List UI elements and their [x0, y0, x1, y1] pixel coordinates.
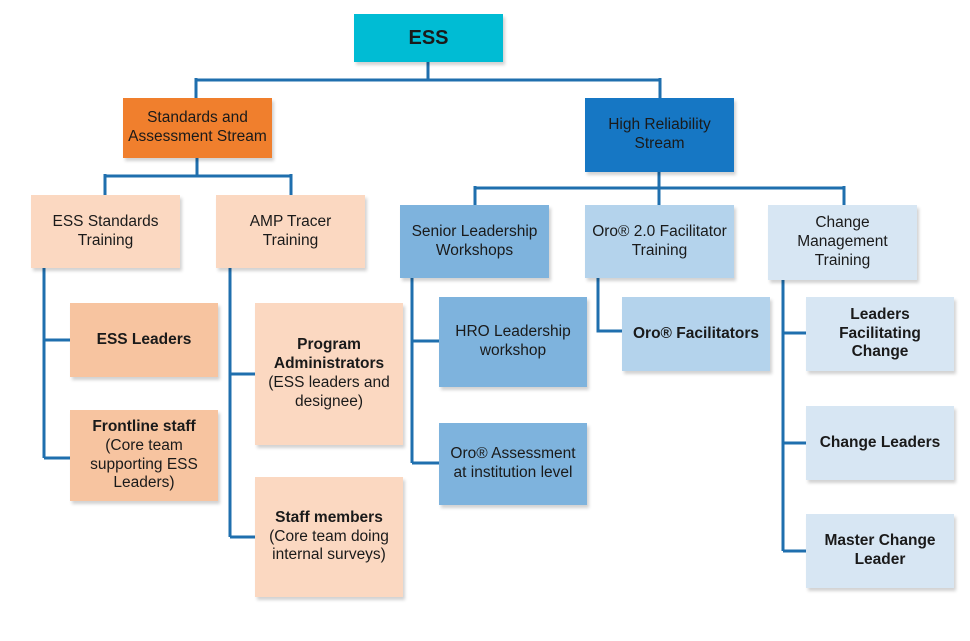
leaders-facilitating-label-1: Leaders — [850, 305, 910, 323]
oro-facilitator-label-1: Oro® 2.0 Facilitator — [592, 222, 727, 240]
staff-members-node: Staff members (Core team doing internal … — [255, 477, 403, 597]
hro-workshop-label-1: HRO Leadership — [455, 323, 571, 341]
connector-hr-trainings — [473, 172, 846, 205]
hr-stream-label-2: Stream — [634, 135, 685, 152]
high-reliability-stream-node: High Reliability Stream — [585, 98, 734, 172]
staff-members-desc-2: internal surveys) — [272, 546, 386, 564]
oro-facilitator-training-node: Oro® 2.0 Facilitator Training — [585, 205, 734, 278]
amp-tracer-training-node: AMP Tracer Training — [216, 195, 365, 268]
senior-leadership-label-2: Workshops — [435, 241, 514, 259]
ess-leaders-node: ESS Leaders — [70, 303, 218, 377]
ess-standards-label-1: ESS Standards — [52, 212, 159, 230]
change-leaders-label: Change Leaders — [819, 433, 941, 451]
connector-root-streams — [194, 62, 662, 98]
program-administrators-node: Program Administrators (ESS leaders and … — [255, 303, 403, 445]
change-leaders-node: Change Leaders — [806, 406, 954, 480]
change-management-label-2: Management — [797, 233, 888, 251]
leaders-facilitating-change-node: Leaders Facilitating Change — [806, 297, 954, 371]
staff-members-title: Staff members — [275, 508, 383, 526]
oro-assessment-label-2: at institution level — [453, 464, 573, 481]
amp-tracer-label-2: Training — [262, 231, 319, 249]
connector-change-children — [781, 280, 806, 553]
connector-standards-trainings — [103, 158, 293, 195]
frontline-staff-desc-3: Leaders) — [113, 474, 175, 492]
change-management-training-node: Change Management Training — [768, 205, 917, 280]
program-admins-desc-1: (ESS leaders and — [268, 374, 390, 391]
senior-leadership-label-1: Senior Leadership — [411, 222, 538, 240]
program-admins-title-1: Program — [297, 336, 361, 354]
oro-facilitators-node: Oro® Facilitators — [622, 297, 770, 371]
master-change-leader-node: Master Change Leader — [806, 514, 954, 588]
hro-leadership-workshop-node: HRO Leadership workshop — [439, 297, 587, 387]
master-change-label-1: Master Change — [824, 532, 936, 550]
oro-assessment-label-1: Oro® Assessment — [450, 445, 576, 463]
program-admins-title-2: Administrators — [273, 355, 385, 373]
staff-members-desc-1: (Core team doing — [269, 527, 389, 545]
change-management-label-3: Training — [814, 251, 871, 269]
root-node-ess: ESS — [354, 14, 503, 62]
leaders-facilitating-label-2: Facilitating — [839, 324, 921, 342]
standards-stream-node: Standards and Assessment Stream — [123, 98, 272, 158]
frontline-staff-desc-2: supporting ESS — [90, 455, 198, 473]
connector-ess-standards-children — [42, 268, 70, 460]
leaders-facilitating-label-3: Change — [851, 343, 909, 361]
change-management-label-1: Change — [815, 214, 870, 232]
amp-tracer-label-1: AMP Tracer — [249, 212, 332, 230]
oro-facilitator-label-2: Training — [631, 241, 688, 259]
connector-oro-children — [596, 278, 622, 333]
ess-leaders-label: ESS Leaders — [96, 330, 192, 348]
senior-leadership-workshops-node: Senior Leadership Workshops — [400, 205, 549, 278]
standards-stream-label-2: Assessment Stream — [128, 128, 267, 145]
standards-stream-label-1: Standards and — [147, 109, 248, 127]
connector-senior-children — [410, 278, 439, 465]
program-admins-desc-2: designee) — [294, 392, 364, 410]
ess-standards-training-node: ESS Standards Training — [31, 195, 180, 268]
root-label: ESS — [408, 26, 449, 49]
ess-standards-label-2: Training — [77, 231, 134, 249]
hro-workshop-label-2: workshop — [479, 342, 547, 359]
connector-amp-children — [228, 268, 255, 539]
frontline-staff-desc-1: (Core team — [105, 436, 183, 454]
frontline-staff-title: Frontline staff — [92, 417, 196, 435]
oro-assessment-node: Oro® Assessment at institution level — [439, 423, 587, 505]
frontline-staff-node: Frontline staff (Core team supporting ES… — [70, 410, 218, 501]
hr-stream-label-1: High Reliability — [608, 116, 711, 134]
master-change-label-2: Leader — [854, 551, 906, 568]
oro-facilitators-label: Oro® Facilitators — [633, 324, 759, 342]
